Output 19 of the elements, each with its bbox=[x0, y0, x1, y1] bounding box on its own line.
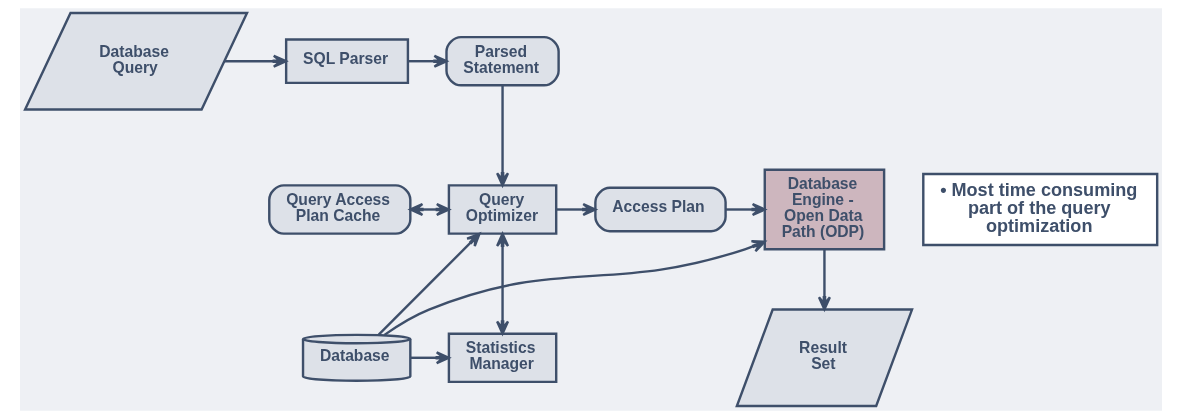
arrow bbox=[725, 202, 766, 217]
node-box: Query Optimizer bbox=[447, 184, 558, 235]
arrow bbox=[817, 249, 832, 311]
arrow bbox=[408, 54, 448, 68]
arrow bbox=[377, 232, 481, 336]
arrow bbox=[495, 85, 510, 187]
node-box: SQL Parser bbox=[284, 38, 410, 85]
arrow bbox=[224, 54, 288, 68]
node-box: Statistics Manager bbox=[447, 332, 558, 384]
node-box: Access Plan bbox=[594, 186, 727, 233]
node-box: • Most time consuming part of the query optimization bbox=[922, 172, 1159, 247]
arrow bbox=[556, 202, 597, 217]
arrow bbox=[495, 232, 510, 335]
node-box: Query Access Plan Cache bbox=[268, 184, 412, 235]
arrow bbox=[383, 239, 766, 336]
node-box: Database Engine - Open Data Path (ODP) bbox=[763, 168, 886, 251]
node-box: Parsed Statement bbox=[445, 35, 560, 87]
arrow bbox=[410, 351, 450, 365]
arrow bbox=[409, 202, 451, 217]
